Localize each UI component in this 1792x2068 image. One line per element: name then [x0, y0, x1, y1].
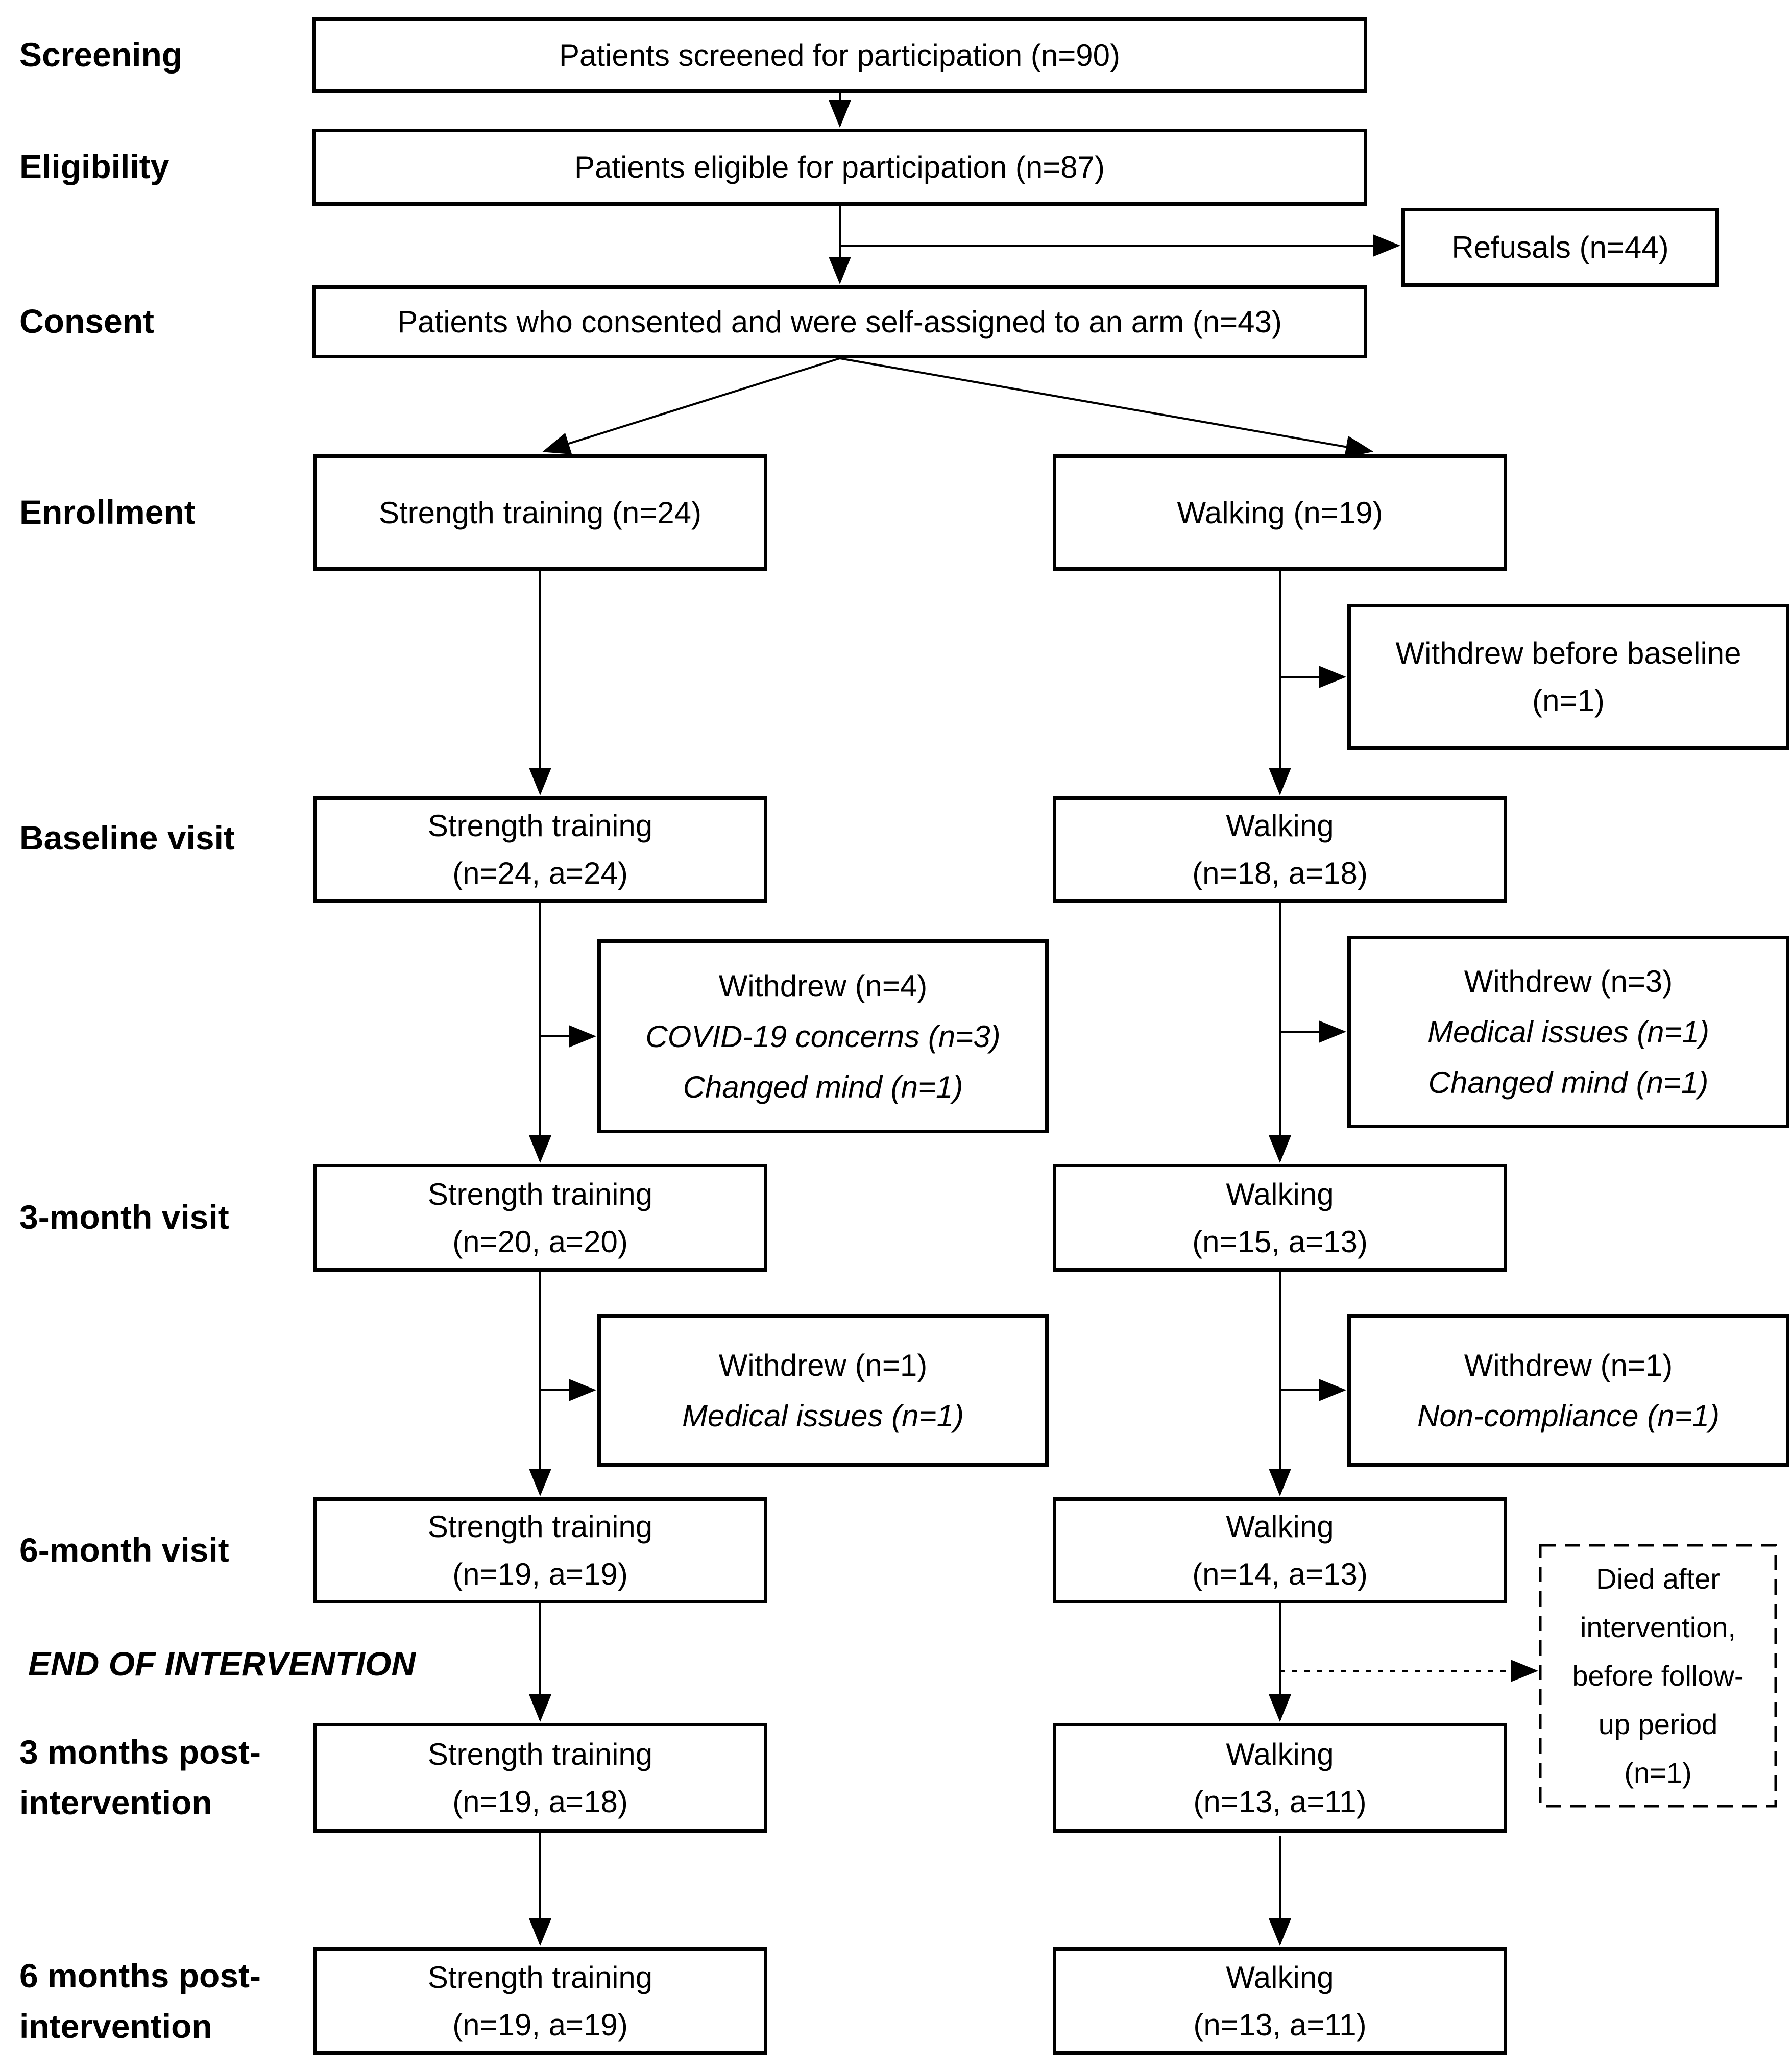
box-text: before follow- [1572, 1659, 1744, 1692]
arrow-consent-to-walking [839, 357, 1373, 458]
box-text: Changed mind (n=1) [1428, 1065, 1709, 1100]
box-text: intervention, [1580, 1611, 1736, 1643]
screened-box: Patients screened for participation (n=9… [312, 17, 1367, 93]
eligible-box: Patients eligible for participation (n=8… [312, 129, 1367, 206]
box-text: (n=19, a=19) [452, 2007, 628, 2042]
box-text: Withdrew (n=3) [1464, 964, 1673, 999]
stage-label-line: 3 months post- [19, 1733, 261, 1771]
box-text: Strength training [427, 1960, 653, 1994]
box-text: Medical issues (n=1) [1427, 1015, 1709, 1049]
3-month-strength-box: Strength training (n=20, a=20) [313, 1164, 767, 1272]
box-text: Patients eligible for participation (n=8… [574, 150, 1105, 184]
6-month-strength-box: Strength training (n=19, a=19) [313, 1497, 767, 1603]
withdrew-baseline-walking-box: Withdrew (n=3) Medical issues (n=1) Chan… [1347, 936, 1789, 1128]
died-box-dashed-border [1539, 1544, 1777, 1808]
withdrew-before-baseline-box: Withdrew before baseline (n=1) [1347, 604, 1789, 750]
box-text: (n=19, a=19) [452, 1557, 628, 1591]
box-text: (n=1) [1624, 1757, 1692, 1789]
box-text: Withdrew (n=1) [718, 1348, 928, 1382]
refusals-box: Refusals (n=44) [1401, 208, 1719, 287]
withdrew-3-month-strength-box: Withdrew (n=1) Medical issues (n=1) [597, 1314, 1049, 1467]
enrollment-walking-box: Walking (n=19) [1053, 454, 1507, 571]
3-months-post-walking-box: Walking (n=13, a=11) [1053, 1723, 1507, 1833]
box-text: (n=14, a=13) [1192, 1557, 1368, 1591]
stage-label-eligibility: Eligibility [19, 148, 169, 185]
box-text: Strength training (n=24) [378, 495, 702, 530]
box-text: Withdrew (n=4) [718, 968, 928, 1003]
baseline-walking-box: Walking (n=18, a=18) [1053, 796, 1507, 903]
box-text: Walking (n=19) [1177, 495, 1383, 530]
box-text: Patients who consented and were self-ass… [397, 305, 1282, 339]
box-text: (n=19, a=18) [452, 1784, 628, 1819]
box-text: (n=1) [1532, 684, 1605, 718]
stage-label-line: 6 months post- [19, 1957, 261, 1994]
box-text: (n=13, a=11) [1193, 2007, 1367, 2042]
arrow-consent-to-strength [542, 357, 840, 454]
3-month-walking-box: Walking (n=15, a=13) [1053, 1164, 1507, 1272]
stage-label-enrollment: Enrollment [19, 493, 196, 531]
box-text: up period [1598, 1708, 1718, 1741]
withdrew-3-month-walking-box: Withdrew (n=1) Non-compliance (n=1) [1347, 1314, 1789, 1467]
6-months-post-walking-box: Walking (n=13, a=11) [1053, 1947, 1507, 2055]
died-after-intervention-box: Died after intervention, before follow- … [1539, 1544, 1777, 1807]
stage-label-line: intervention [19, 2007, 212, 2045]
box-text: Strength training [427, 1177, 653, 1211]
box-text: Strength training [427, 1737, 653, 1771]
box-text: Walking [1226, 1737, 1334, 1771]
box-text: (n=13, a=11) [1193, 1784, 1367, 1819]
3-months-post-strength-box: Strength training (n=19, a=18) [313, 1723, 767, 1833]
box-text: Walking [1226, 809, 1334, 843]
withdrew-baseline-strength-box: Withdrew (n=4) COVID-19 concerns (n=3) C… [597, 939, 1049, 1133]
box-text: Walking [1226, 1960, 1334, 1994]
stage-label-consent: Consent [19, 302, 154, 340]
consented-box: Patients who consented and were self-ass… [312, 285, 1367, 358]
6-month-walking-box: Walking (n=14, a=13) [1053, 1497, 1507, 1603]
enrollment-strength-box: Strength training (n=24) [313, 454, 767, 571]
stage-label-3-month-visit: 3-month visit [19, 1198, 229, 1236]
box-text: Strength training [427, 1510, 653, 1544]
stage-label-3-months-post-intervention: 3 months post- intervention [19, 1727, 261, 1828]
stage-label-line: intervention [19, 1784, 212, 1821]
baseline-strength-box: Strength training (n=24, a=24) [313, 796, 767, 903]
box-text: (n=24, a=24) [452, 856, 628, 890]
box-text: Walking [1226, 1177, 1334, 1211]
box-text: COVID-19 concerns (n=3) [645, 1019, 1001, 1054]
box-text: (n=18, a=18) [1192, 856, 1368, 890]
stage-label-end-of-intervention: END OF INTERVENTION [28, 1645, 416, 1683]
box-text: Died after [1596, 1562, 1720, 1595]
box-text: Withdrew before baseline [1395, 636, 1741, 670]
box-text: Changed mind (n=1) [683, 1069, 963, 1104]
6-months-post-strength-box: Strength training (n=19, a=19) [313, 1947, 767, 2055]
box-text: Walking [1226, 1510, 1334, 1544]
stage-label-6-months-post-intervention: 6 months post- intervention [19, 1951, 261, 2052]
box-text: Patients screened for participation (n=9… [559, 38, 1120, 72]
stage-label-screening: Screening [19, 36, 183, 74]
stage-label-baseline-visit: Baseline visit [19, 819, 235, 857]
box-text: Strength training [427, 809, 653, 843]
box-text: Refusals (n=44) [1451, 230, 1669, 264]
stage-label-6-month-visit: 6-month visit [19, 1531, 229, 1569]
box-text: Withdrew (n=1) [1464, 1348, 1673, 1382]
box-text: (n=20, a=20) [452, 1224, 628, 1259]
box-text: (n=15, a=13) [1192, 1224, 1368, 1259]
box-text: Non-compliance (n=1) [1417, 1398, 1720, 1433]
box-text: Medical issues (n=1) [682, 1398, 964, 1433]
